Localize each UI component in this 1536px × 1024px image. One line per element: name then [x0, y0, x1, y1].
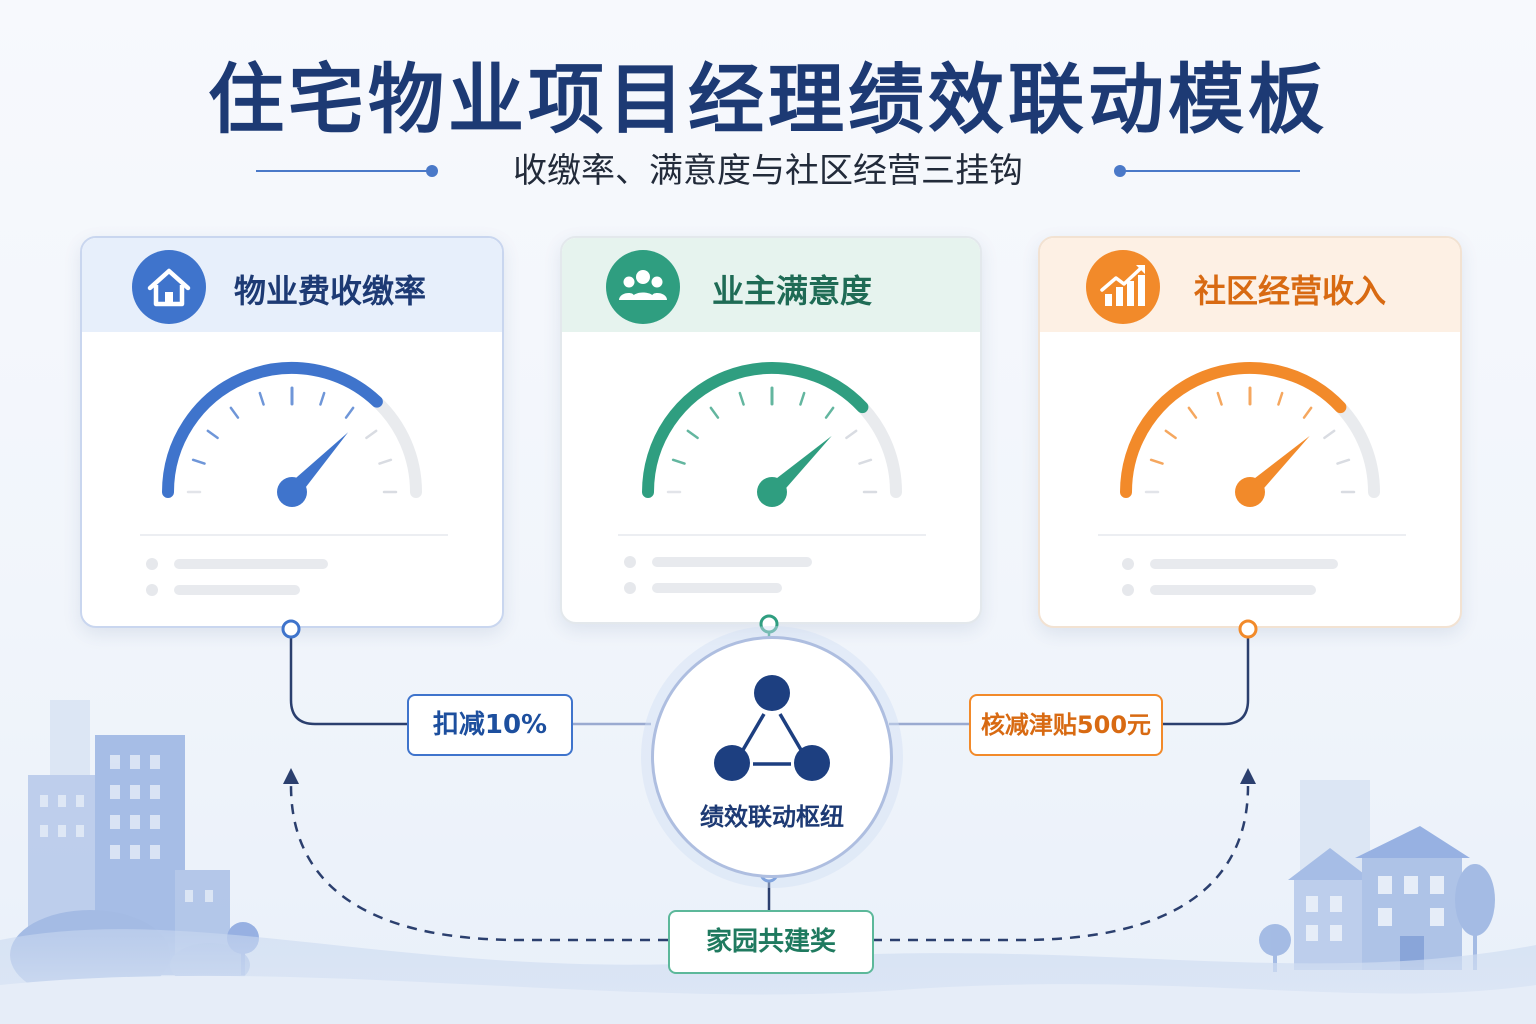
gauge-tick — [1149, 458, 1164, 465]
placeholder-dot — [1122, 558, 1134, 570]
gauge-tick — [1336, 458, 1351, 465]
gauge-tick — [206, 429, 219, 440]
gauge-tick — [824, 406, 835, 419]
placeholder-dot — [146, 584, 158, 596]
gauge-tick — [738, 391, 745, 406]
gauge-tick — [1323, 429, 1336, 440]
gauge-fill — [162, 362, 383, 498]
gauge-tick — [671, 458, 686, 465]
house-icon — [132, 250, 206, 324]
placeholder-dot — [624, 556, 636, 568]
gauge-track — [1334, 401, 1380, 498]
gauge-tick — [709, 406, 720, 419]
tag-community-award: 家园共建奖 — [668, 910, 874, 974]
node-card-blue — [281, 619, 301, 639]
placeholder-dot — [146, 558, 158, 570]
card-title: 业主满意度 — [712, 272, 873, 310]
card-header: 物业费收缴率 — [82, 238, 502, 332]
right-houses-illustration — [1259, 780, 1495, 972]
gauge-tick — [1277, 391, 1284, 406]
subtitle-row: 收缴率、满意度与社区经营三挂钩 — [0, 148, 1536, 194]
subtitle-line-left — [256, 170, 428, 172]
node-card-orange — [1238, 619, 1258, 639]
placeholder-line — [652, 583, 782, 593]
gauge-tick — [1302, 406, 1313, 419]
gauge-tick — [365, 429, 378, 440]
card-header: 业主满意度 — [562, 238, 980, 332]
card-divider — [140, 534, 448, 536]
bar-chart-growth-icon — [1086, 250, 1160, 324]
gauge-tick — [799, 391, 806, 406]
placeholder-line — [1150, 585, 1316, 595]
dashed-feedback-left — [289, 785, 668, 942]
gauge-track — [856, 401, 902, 498]
people-icon — [606, 250, 680, 324]
gauge-tick — [686, 429, 699, 440]
gauge-hub — [277, 477, 307, 507]
gauge-tick — [319, 391, 326, 406]
gauge-fill — [642, 362, 869, 498]
gauge-tick — [858, 458, 873, 465]
card-title: 社区经营收入 — [1194, 272, 1387, 310]
subtitle-dot-left — [426, 165, 438, 177]
gauge-tick — [378, 458, 393, 465]
arrow-up-right-icon — [1240, 768, 1256, 784]
card-owner-satisfaction: 业主满意度 — [560, 236, 982, 624]
gauge-tick — [1187, 406, 1198, 419]
gauge-tick — [191, 458, 206, 465]
gauge-hub — [757, 477, 787, 507]
dashed-feedback-right — [872, 785, 1250, 942]
tag-subsidy-cut: 核减津贴500元 — [969, 694, 1163, 756]
card-community-revenue: 社区经营收入 — [1038, 236, 1462, 628]
gauge-tick — [1216, 391, 1223, 406]
subtitle-line-right — [1124, 170, 1300, 172]
card-collection-rate: 物业费收缴率 — [80, 236, 504, 628]
subtitle-dot-right — [1114, 165, 1126, 177]
placeholder-line — [174, 585, 300, 595]
placeholder-dot — [624, 582, 636, 594]
node-card-green — [759, 614, 779, 634]
performance-hub: 绩效联动枢纽 — [651, 636, 893, 878]
connector-left — [289, 636, 408, 726]
tag-deduct: 扣减10% — [407, 694, 573, 756]
placeholder-dot — [1122, 584, 1134, 596]
gauge-tick — [229, 406, 240, 419]
card-divider — [618, 534, 926, 536]
gauge-track — [370, 395, 422, 498]
gauge-tick — [258, 391, 265, 406]
placeholder-line — [1150, 559, 1338, 569]
placeholder-line — [652, 557, 812, 567]
connector-right — [1162, 636, 1250, 726]
network-nodes-icon — [714, 675, 830, 781]
page-title: 住宅物业项目经理绩效联动模板 — [208, 55, 1328, 144]
card-title: 物业费收缴率 — [234, 272, 427, 310]
placeholder-line — [174, 559, 328, 569]
gauge-tick — [845, 429, 858, 440]
card-header: 社区经营收入 — [1040, 238, 1460, 332]
gauge-hub — [1235, 477, 1265, 507]
gauge-dial — [1120, 362, 1380, 507]
gauge-tick — [344, 406, 355, 419]
hub-label: 绩效联动枢纽 — [700, 803, 844, 831]
gauge-dial — [162, 362, 422, 507]
gauge-dial — [642, 362, 902, 507]
arrow-up-left-icon — [283, 768, 299, 784]
page-subtitle: 收缴率、满意度与社区经营三挂钩 — [513, 151, 1023, 191]
gauge-fill — [1120, 362, 1347, 498]
card-divider — [1098, 534, 1406, 536]
gauge-tick — [1164, 429, 1177, 440]
